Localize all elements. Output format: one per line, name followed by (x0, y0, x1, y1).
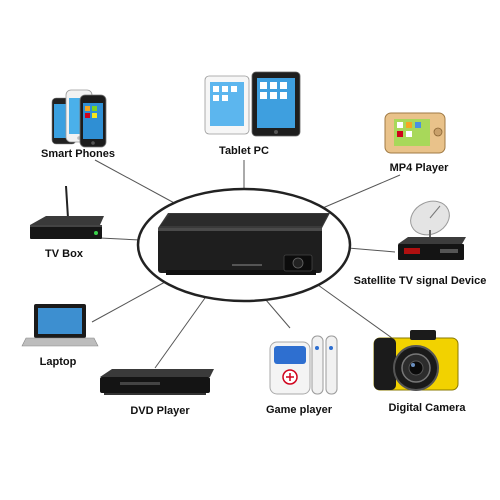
connector-digital-camera (317, 284, 393, 339)
label-tablet-pc: Tablet PC (219, 145, 269, 157)
connector-dvd-player (154, 297, 206, 369)
label-smart-phones: Smart Phones (41, 148, 115, 160)
dvd-player-image (100, 369, 214, 395)
laptop-image (21, 304, 99, 347)
connector-satellite (347, 247, 396, 253)
connector-mp4-player (317, 174, 401, 211)
connector-smart-phones (94, 159, 179, 206)
tv-box-image (30, 185, 104, 239)
label-game-player: Game player (265, 404, 333, 416)
label-digital-camera: Digital Camera (388, 402, 466, 414)
smart-phones-image (51, 89, 107, 148)
label-laptop: Laptop (39, 356, 77, 368)
label-tv-box: TV Box (45, 248, 83, 260)
connector-lines (91, 159, 401, 369)
label-satellite: Satellite TV signal Device (353, 275, 487, 287)
satellite-image (398, 200, 466, 260)
connector-game-player (265, 299, 291, 329)
projector-image (158, 213, 330, 275)
mp4-player-image (384, 112, 446, 154)
label-mp4-player: MP4 Player (389, 162, 449, 174)
label-dvd-player: DVD Player (130, 405, 190, 417)
tablet-pc-image (204, 71, 301, 137)
connector-tv-box (99, 237, 141, 241)
game-player-image (269, 335, 338, 395)
digital-camera-image (373, 330, 459, 391)
connector-laptop (91, 281, 166, 323)
